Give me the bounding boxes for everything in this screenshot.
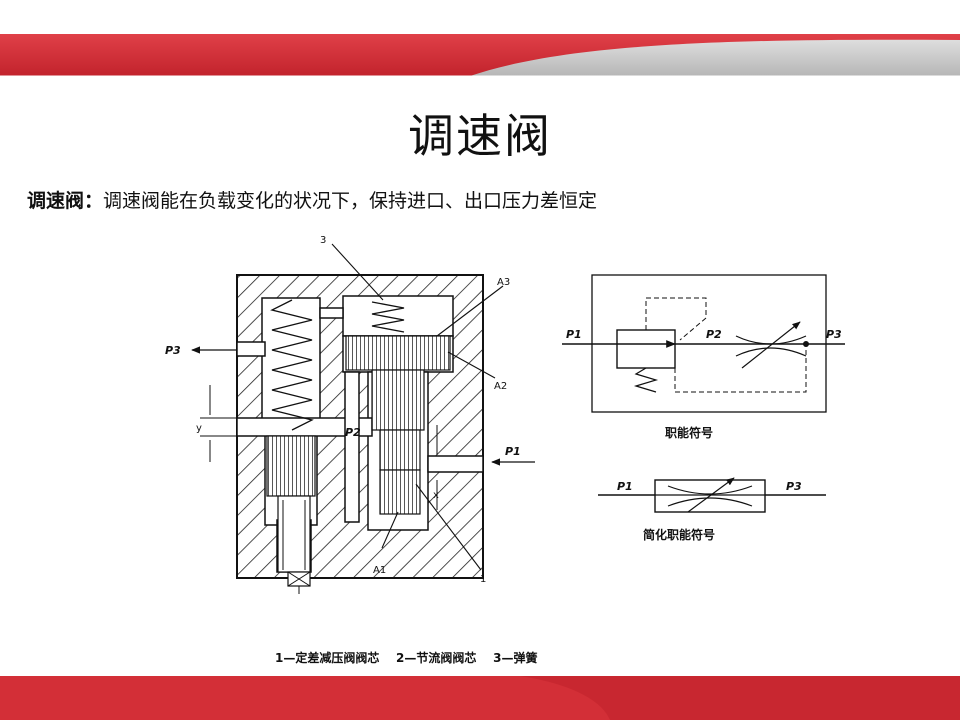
channel-p1 [427, 455, 484, 473]
definition-term: 调速阀： [27, 190, 104, 212]
simplified-p1: P1 [617, 480, 633, 493]
slide-title: 调速阀 [408, 109, 552, 163]
valve-cross-section: 3 A3 A2 A1 1 P3 P2 P1 y x [165, 235, 535, 594]
simplified-p3: P3 [786, 480, 802, 493]
callout-a2: A2 [494, 381, 507, 392]
callout-3: 3 [320, 235, 326, 246]
functional-p2: P2 [706, 328, 722, 341]
lower-passage [344, 371, 360, 523]
reducing-valve-box [616, 329, 676, 369]
definition-line: 调速阀：调速阀能在负载变化的状况下，保持进口、出口压力差恒定 [27, 186, 597, 213]
callout-1: 1 [480, 574, 486, 585]
label-p2-mid: P2 [345, 426, 361, 439]
functional-p3: P3 [826, 328, 842, 341]
top-decorative-band [0, 34, 960, 77]
definition-text: 调速阀能在负载变化的状况下，保持进口、出口压力差恒定 [103, 190, 598, 212]
channel-connect [319, 307, 344, 319]
simplified-caption: 简化职能符号 [643, 527, 715, 542]
speed-control-valve-diagram: 3 A3 A2 A1 1 P3 P2 P1 y x [165, 235, 845, 665]
diagram-legend: 1—定差减压阀阀芯 2—节流阀阀芯 3—弹簧 [275, 650, 537, 665]
functional-symbol: P1 P2 P3 职能符号 [562, 274, 845, 440]
label-p1-right: P1 [505, 445, 521, 458]
left-spring [270, 299, 314, 431]
right-spring-chamber [342, 295, 454, 337]
right-spring [371, 301, 405, 333]
throttle-spool [379, 429, 421, 471]
left-spool [266, 435, 316, 497]
label-p3-left: P3 [165, 344, 181, 357]
channel-p3 [236, 341, 266, 357]
right-piston [345, 335, 451, 371]
callout-a3: A3 [497, 277, 510, 288]
simplified-symbol: P1 P3 简化职能符号 [598, 477, 826, 542]
dim-y: y [196, 423, 202, 434]
dim-x: x [433, 490, 439, 501]
callout-a1: A1 [373, 565, 386, 576]
functional-p1: P1 [566, 328, 582, 341]
functional-caption: 职能符号 [665, 425, 713, 440]
bottom-decorative-band [0, 676, 960, 720]
